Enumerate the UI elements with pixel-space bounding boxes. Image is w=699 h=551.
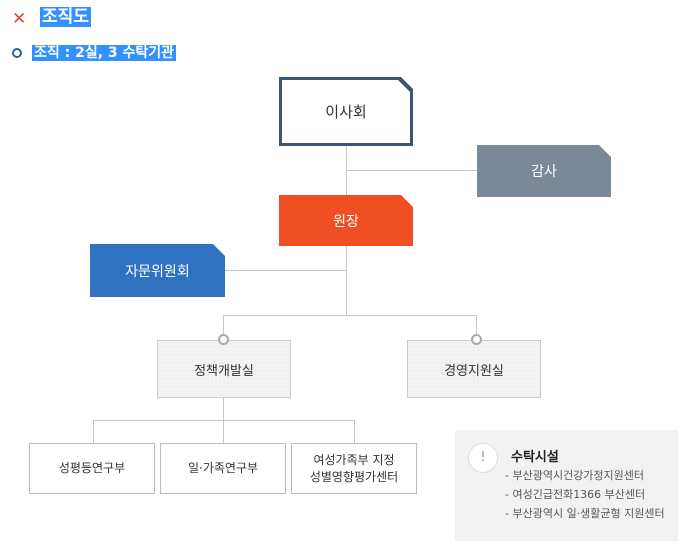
team-box: 일·가족연구부 [160, 443, 286, 494]
info-icon: ! [468, 443, 498, 473]
facility-item: - 부산광역시 일·생활균형 지원센터 [505, 507, 665, 520]
facility-item: - 부산광역시건강가정지원센터 [505, 469, 645, 482]
management-unit-box: 경영지원실 [407, 340, 541, 398]
bullet-circle-icon [12, 48, 22, 58]
auditor-label: 감사 [531, 164, 557, 180]
connector [223, 315, 477, 316]
advisory-label: 자문위원회 [125, 263, 190, 280]
team-label: 일·가족연구부 [187, 461, 259, 475]
unit-label: 정책개발실 [194, 363, 254, 379]
team-label: 여성가족부 지정 [313, 452, 395, 467]
connector [225, 270, 346, 271]
connector [476, 315, 477, 340]
team-label: 성별영향평가센터 [309, 469, 399, 484]
team-label: 성평등연구부 [58, 461, 126, 475]
connector [346, 246, 347, 315]
org-summary: 조직 : 2실, 3 수탁기관 [32, 45, 177, 61]
board-box: 이사회 [279, 77, 413, 146]
advisory-box: 자문위원회 [90, 244, 225, 297]
page-title: 조직도 [40, 7, 91, 27]
organization-chart-icon: ✕ [12, 9, 27, 29]
connector [346, 170, 477, 171]
connector [346, 146, 347, 196]
policy-unit-box: 정책개발실 [157, 340, 291, 398]
facility-item: - 여성긴급전화1366 부산센터 [505, 488, 646, 501]
node-dot [471, 334, 482, 345]
facilities-panel: ! 수탁시설 - 부산광역시건강가정지원센터 - 여성긴급전화1366 부산센터… [455, 430, 678, 541]
connector [93, 420, 355, 421]
connector [93, 420, 94, 443]
unit-label: 경영지원실 [444, 363, 504, 379]
team-box: 성평등연구부 [29, 443, 155, 494]
connector [223, 398, 224, 420]
director-label: 원장 [333, 213, 359, 230]
auditor-box: 감사 [477, 145, 611, 197]
connector [354, 420, 355, 443]
connector [223, 315, 224, 340]
board-label: 이사회 [325, 103, 367, 121]
node-dot [218, 334, 229, 345]
director-box: 원장 [279, 195, 413, 246]
connector [223, 420, 224, 443]
facilities-title: 수탁시설 [511, 450, 559, 465]
